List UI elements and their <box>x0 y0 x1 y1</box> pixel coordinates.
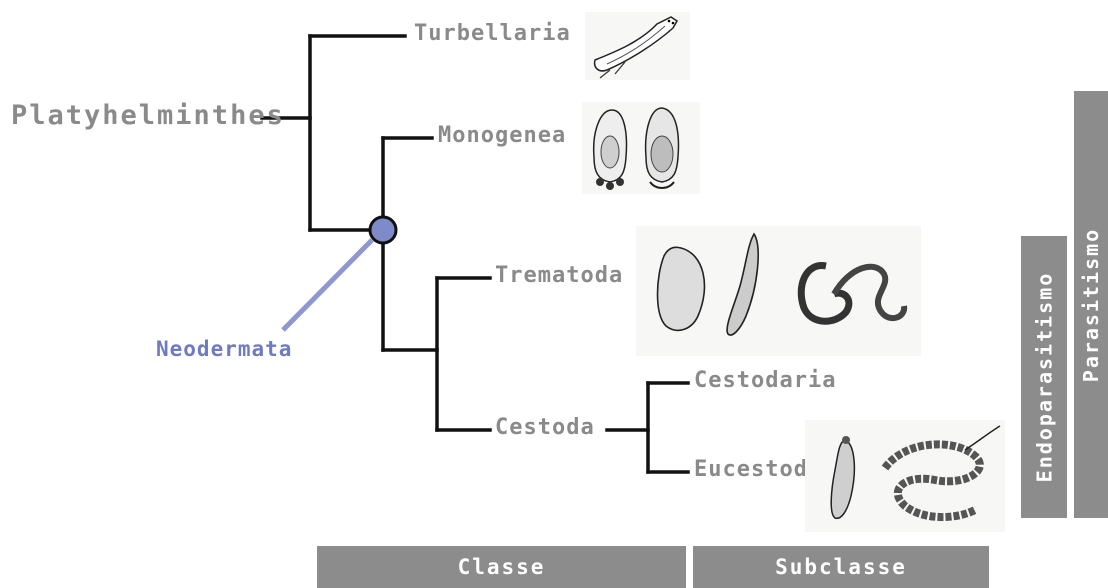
taxon-trematoda: Trematoda <box>495 265 623 287</box>
clade-neodermata: Neodermata <box>156 339 292 360</box>
rank-label-classe: Classe <box>458 555 546 579</box>
taxon-cestoda: Cestoda <box>495 417 595 439</box>
ecology-label-parasitismo: Parasitismo <box>1079 227 1103 381</box>
taxon-turbellaria: Turbellaria <box>414 23 571 45</box>
trematode-drawings <box>636 226 921 356</box>
turbellarian-flatworm-drawing <box>585 12 690 80</box>
ecology-bar-parasitismo: Parasitismo <box>1074 91 1108 518</box>
ecology-bar-endoparasitismo: Endoparasitismo <box>1021 236 1067 518</box>
neodermata-pointer <box>283 240 372 330</box>
tapeworm-drawings <box>805 420 1005 532</box>
ecology-label-endoparasitismo: Endoparasitismo <box>1032 272 1056 483</box>
taxon-monogenea: Monogenea <box>438 125 566 147</box>
rank-label-subclasse: Subclasse <box>775 555 907 579</box>
rank-bar-subclasse: Subclasse <box>693 546 989 588</box>
rank-bar-classe: Classe <box>317 546 686 588</box>
neodermata-node <box>370 217 396 243</box>
monogenean-drawings <box>582 102 700 194</box>
root-label: Platyhelminthes <box>11 102 285 129</box>
taxon-eucestoda: Eucestoda <box>694 459 822 481</box>
taxon-cestodaria: Cestodaria <box>694 370 836 392</box>
